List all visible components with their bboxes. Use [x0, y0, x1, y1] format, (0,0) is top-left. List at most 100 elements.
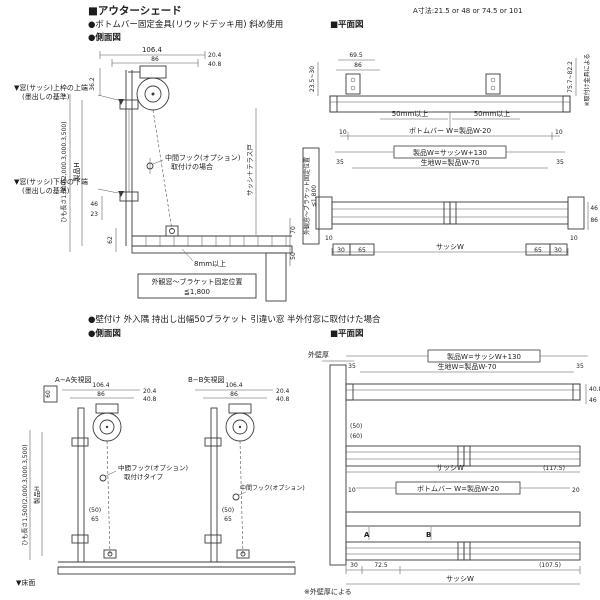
fabric-w-label-2: 生地W=製品W-70	[438, 362, 497, 371]
dim-20-2: 20	[572, 487, 580, 494]
dim-23-5-30: 23.5~30	[309, 66, 316, 92]
cord-length-label: ひも長さ1,500(2,000.3,000.3,500)	[61, 121, 68, 222]
bracket-note: ※取付け金具による	[583, 54, 591, 107]
aa-dim-50p: (50)	[89, 507, 101, 514]
section-marker-a: A	[364, 531, 370, 539]
dim-69-5: 69.5	[349, 52, 363, 59]
exterior-wall	[329, 364, 347, 566]
section2-title: ●壁付け 外入隅 持出し出幅50ブラケット 引違い窓 半外付窓に取付けた場合	[88, 314, 381, 325]
aa-dim-40-8: 40.8	[143, 396, 157, 403]
aa-view-label: A−A矢視図	[55, 375, 91, 384]
shade-cassette-plan-2	[345, 383, 581, 401]
floor-section	[57, 561, 296, 575]
fix-position-box-plan	[302, 147, 320, 245]
sash-h-label: サッシ＋テラス戸	[246, 144, 254, 196]
top-side-dim-lines	[99, 51, 206, 96]
dim-10-left: 10	[339, 129, 347, 136]
aa-dim-86: 86	[97, 391, 105, 398]
aa-dim-65: 65	[91, 516, 99, 523]
dim-10-br: 10	[570, 235, 578, 242]
dim-30-2: 30	[350, 562, 358, 569]
dim-72-5: 72.5	[374, 562, 388, 569]
fix-position-label-plan: 外観窓〜ブラケット固定位置	[303, 157, 311, 235]
dim-46-plan: 46	[590, 205, 598, 212]
bb-dim-20-4: 20.4	[276, 388, 290, 395]
bottom-bar-label-2: ボトムバー W=製品W-20	[417, 484, 499, 493]
window-section	[118, 70, 139, 246]
plan-view-label-top: ■平面図	[330, 20, 364, 30]
aa-roller	[92, 403, 122, 442]
shade-cord	[152, 109, 173, 231]
side-view-label-bottom: ●側面図	[88, 328, 121, 339]
dim-40-8-plan: 40.8	[589, 386, 600, 393]
dim-117-5: (117.5)	[543, 465, 565, 472]
aa-dim-20-4: 20.4	[143, 388, 157, 395]
sash-w-label-plan: サッシW	[436, 243, 464, 251]
product-h-label-2: 製品H	[32, 486, 41, 504]
deck-section	[131, 225, 293, 302]
bb-dim-65: 65	[224, 516, 232, 523]
dim-35-left-2: 35	[348, 363, 356, 370]
page-title: ■アウターシェード	[88, 5, 182, 17]
dim-86: 86	[151, 56, 159, 63]
roller-assembly	[128, 65, 170, 111]
product-w-label: 製品W=サッシW+130	[413, 148, 487, 157]
header: ■アウターシェード ●ボトムバー固定金具(リウッドデッキ用) 斜め使用 ■平面図…	[88, 5, 522, 43]
dim-35-right-2: 35	[576, 363, 584, 370]
bottom-plan-view: 外壁厚 製品W=サッシW+130 生地W=製品W-70 35 35 40.8 4…	[304, 349, 600, 596]
dim-60-paren: (60)	[350, 433, 362, 440]
dim-50: 50	[290, 252, 297, 260]
section2-header: ●壁付け 外入隅 持出し出幅50ブラケット 引違い窓 半外付窓に取付けた場合 ●…	[88, 314, 381, 339]
min-50mm-left: 50mm以上	[392, 109, 429, 118]
dim-106-4: 106.4	[142, 46, 163, 54]
dim-23: 23	[90, 211, 98, 218]
dim-62: 62	[107, 236, 114, 244]
dim-40-8: 40.8	[208, 61, 222, 68]
dim-46-plan-2: 46	[589, 397, 597, 404]
dim-20-4: 20.4	[208, 52, 222, 59]
mid-hook-label: 中間フック(オプション)	[165, 153, 241, 162]
sash-plan-lower	[345, 541, 581, 561]
bb-roller	[225, 403, 255, 442]
upper-ref-label: ▼窓(サッシ)上枠の上端	[14, 83, 88, 92]
bottom-side-view: A−A矢視図 B−B矢視図 106.4 86 20.4 40.8 106.4 8…	[16, 375, 305, 587]
cord-length-label-2: ひも長さ1,500(2,000.3,000.3,500)	[22, 444, 29, 545]
fix-position-value: ≦1,800	[184, 288, 210, 296]
dim-30-left: 30	[337, 247, 345, 254]
bb-hook-label: 中間フック(オプション)	[240, 484, 305, 492]
product-w-box-2	[427, 349, 541, 363]
fabric-w-label: 生地W=製品W-70	[421, 158, 480, 167]
wall-thickness-label: 外壁厚	[308, 350, 329, 359]
sash-w-label-2: サッシW	[436, 464, 464, 472]
bb-view-label: B−B矢視図	[188, 375, 224, 384]
lower-ref-note: (墨出しの基準)	[22, 186, 70, 195]
plan-view-label-bottom: ■平面図	[330, 329, 364, 339]
dim-46: 46	[90, 201, 98, 208]
dim-35-left: 35	[336, 159, 344, 166]
dim-60: 60	[45, 390, 52, 398]
dim-86-plan: 86	[354, 62, 362, 69]
window-plan	[315, 196, 585, 230]
dim-36-2: 36.2	[89, 77, 96, 91]
floor-ref-label: ▼床面	[16, 578, 35, 587]
a-dimension-note: A寸法:21.5 or 48 or 74.5 or 101	[413, 6, 522, 15]
mid-hook	[146, 158, 164, 174]
dim-75-7-82-2: 75.7~82.2	[567, 61, 574, 93]
product-w-box	[393, 145, 507, 159]
dim-65-left: 65	[358, 247, 366, 254]
sash-plan-upper	[345, 445, 581, 467]
aa-dim-106-4: 106.4	[92, 382, 109, 389]
side-view-label-top: ●側面図	[88, 32, 121, 43]
dim-10-2: 10	[348, 487, 356, 494]
section-marker-b: B	[426, 531, 431, 539]
dim-65-right: 65	[534, 247, 542, 254]
lower-ref-label: ▼窓(サッシ)下枠の下端	[14, 177, 88, 186]
shade-cassette-plan	[329, 95, 571, 130]
aa-hook-label: 中間フック(オプション)	[118, 463, 188, 472]
top-side-view: 106.4 86 20.4 40.8 36.2 ▼窓(サッシ)上枠の上端 (墨出…	[14, 46, 297, 302]
bb-dim-50p: (50)	[222, 507, 234, 514]
dim-50-paren: (50)	[350, 423, 362, 430]
dim-30-right: 30	[554, 247, 562, 254]
product-w-label-2: 製品W=サッシW+130	[447, 352, 521, 361]
